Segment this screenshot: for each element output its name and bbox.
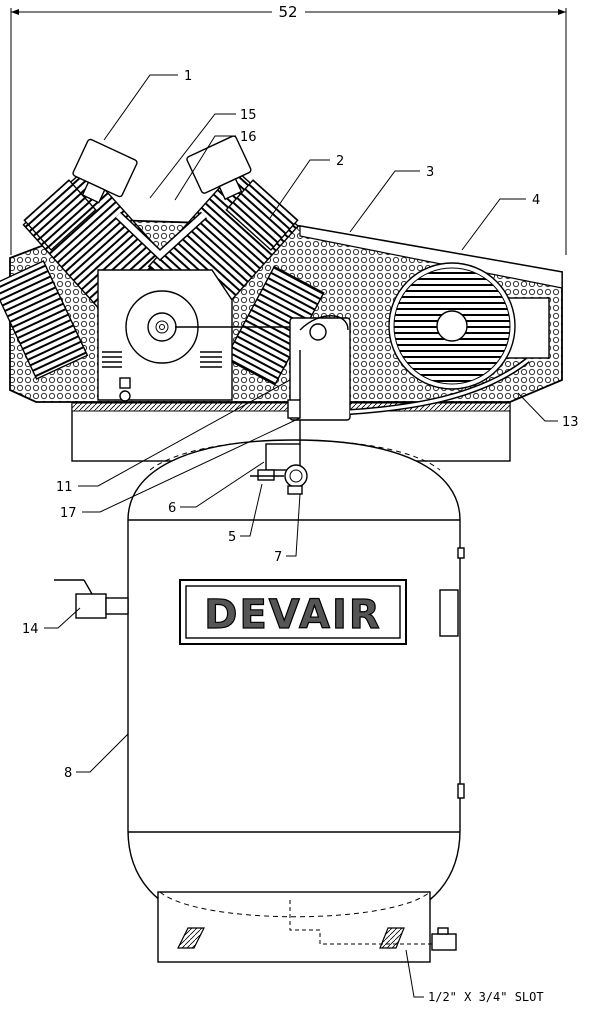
callout-6: 6 <box>168 501 176 516</box>
callout-11: 11 <box>56 480 73 495</box>
discharge-tube <box>349 357 530 415</box>
callout-17: 17 <box>60 506 77 521</box>
callout-leaders <box>44 74 558 998</box>
dimension-label: 52 <box>278 3 297 21</box>
motor <box>388 262 550 390</box>
callout-5: 5 <box>228 530 236 545</box>
callout-7: 7 <box>274 550 282 565</box>
callout-16: 16 <box>240 130 257 145</box>
slot-note: 1/2" X 3/4" SLOT <box>428 990 544 1004</box>
callout-15: 15 <box>240 108 257 123</box>
callout-14: 14 <box>22 622 39 637</box>
callout-3: 3 <box>426 165 434 180</box>
crankcase-vents <box>102 351 222 368</box>
callout-labels: 1 15 16 2 3 4 13 11 17 6 5 7 14 8 1/2" X… <box>22 69 579 1004</box>
devair-logo: DEVAIR <box>179 579 407 645</box>
callout-4: 4 <box>532 193 540 208</box>
tank-skirt <box>157 891 457 963</box>
logo-text: DEVAIR <box>204 592 381 638</box>
callout-2: 2 <box>336 154 344 169</box>
callout-1: 1 <box>184 69 192 84</box>
air-filter-left <box>72 138 138 204</box>
overall-dimension: 52 <box>10 3 567 255</box>
callout-13: 13 <box>562 415 579 430</box>
compressor-pump <box>0 167 325 402</box>
gauge-assembly <box>250 420 308 495</box>
callout-8: 8 <box>64 766 72 781</box>
control-box <box>287 315 351 421</box>
air-filter-right <box>186 135 252 201</box>
air-tank <box>127 439 465 919</box>
ball-valve <box>54 579 129 619</box>
